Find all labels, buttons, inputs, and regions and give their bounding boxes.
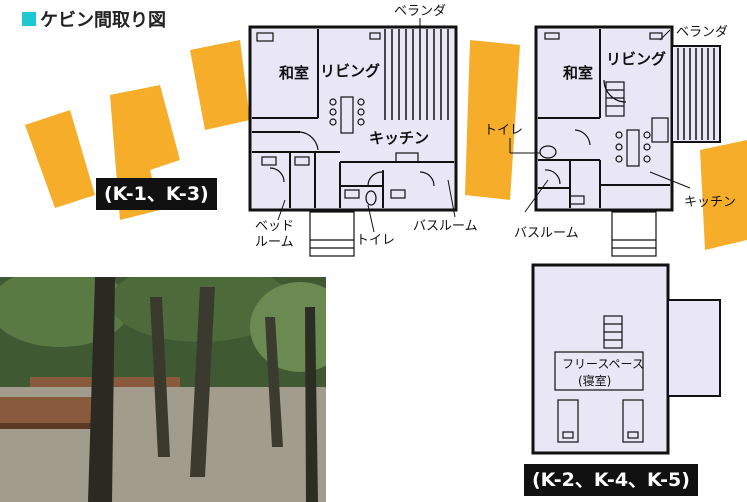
plan-loft-extension: [667, 299, 721, 397]
plan-right-bath-label: バスルーム: [514, 226, 579, 241]
plan-right-kitchen-label: キッチン: [684, 195, 736, 210]
plan-right-washitsu-label: 和室: [563, 64, 593, 82]
cabin-site-photo: [0, 277, 326, 502]
plan-loft-free-space-label: フリースペース: [562, 357, 644, 371]
plan-left-bed-label-line2: ルーム: [255, 235, 294, 250]
plan-left-type-label: (K-1、K-3): [96, 178, 217, 210]
plan-right-veranda-label: ベランダ: [676, 25, 728, 40]
plan-left-bed-label-line1: ベッド: [255, 219, 294, 234]
heading-text: ケビン間取り図: [40, 10, 166, 31]
plan-left-toilet-label: トイレ: [356, 233, 395, 248]
plan-left-veranda: [384, 29, 449, 120]
plan-right-type-label: (K-2、K-4、K-5): [524, 464, 698, 496]
plan-left-washitsu-label: 和室: [279, 64, 309, 82]
plan-right: ベランダ 和室 リビング トイレ キッチン バスルーム: [484, 25, 736, 257]
plan-right-toilet-label: トイレ: [484, 123, 523, 138]
plan-loft-bedroom-label: (寝室): [578, 373, 611, 388]
plan-left: ベランダ 和室 リビング キッチン ベッド ルーム トイレ バスルーム: [248, 4, 478, 257]
plan-left-bath-label: バスルーム: [413, 219, 478, 234]
page-heading: ケビン間取り図: [22, 6, 166, 32]
plan-right-living-label: リビング: [606, 50, 666, 68]
heading-square-icon: [22, 12, 36, 26]
plan-left-living-label: リビング: [320, 62, 380, 80]
plan-loft: フリースペース (寝室): [531, 263, 721, 455]
plan-left-kitchen-label: キッチン: [369, 129, 429, 147]
plan-left-veranda-label: ベランダ: [394, 4, 446, 19]
